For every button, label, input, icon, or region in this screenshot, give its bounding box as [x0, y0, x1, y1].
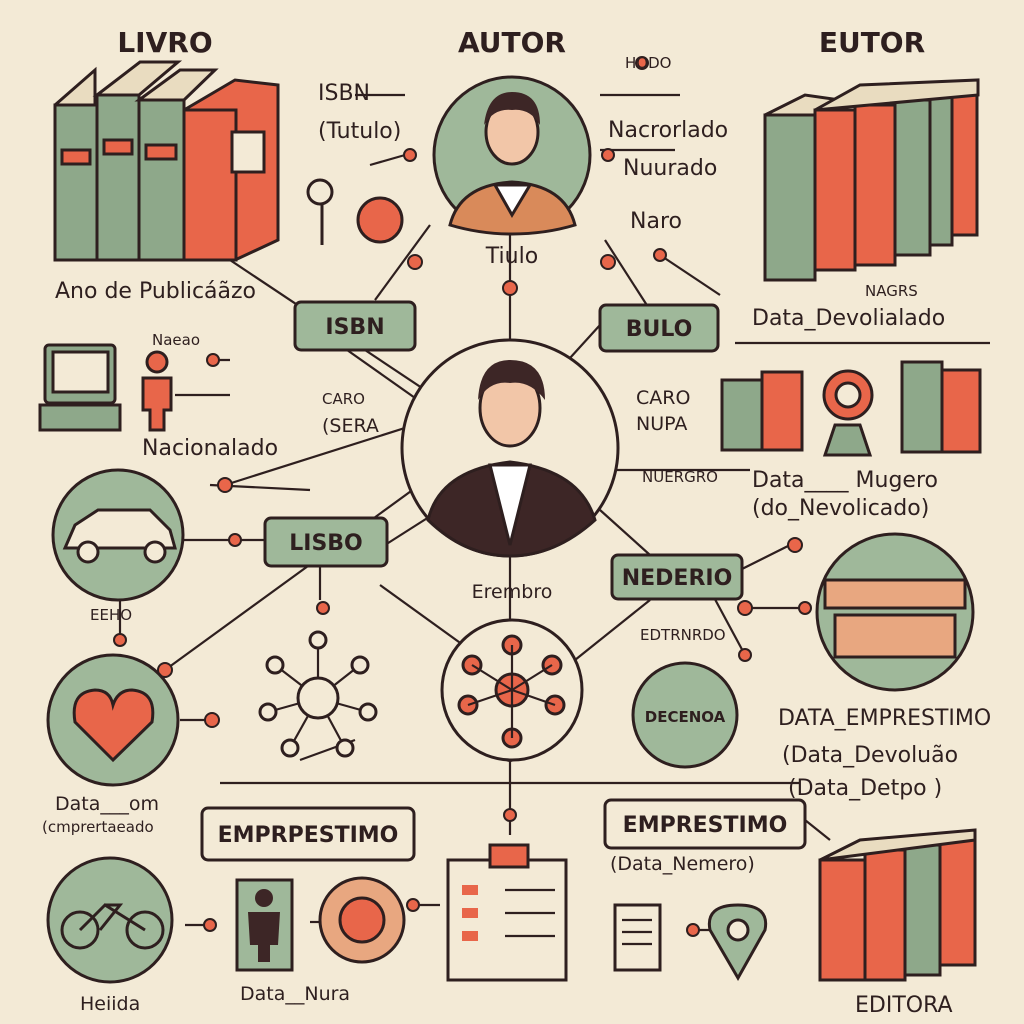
decenoa-node	[631, 661, 739, 769]
label-isbn-top: ISBN	[318, 81, 370, 106]
label-nagrs: NAGRS	[865, 282, 918, 300]
network-node-icon	[258, 630, 378, 758]
books-right-icon	[763, 78, 980, 282]
header-livro: LIVRO	[117, 26, 212, 59]
label-sera: (SERA	[322, 415, 379, 437]
svg-text:NEDERIO: NEDERIO	[622, 566, 733, 591]
label-hodo: HODO	[625, 54, 671, 72]
pill-emprestimo-left: EMPRPESTIMO	[200, 806, 416, 862]
central-portrait-icon	[400, 338, 620, 558]
label-edtrnrdo: EDTRNRDO	[640, 626, 726, 644]
header-eutor: EUTOR	[819, 26, 925, 59]
label-nacionalado-top: Nacrorlado	[608, 118, 728, 143]
label-tutulo: (Tutulo)	[318, 119, 401, 144]
svg-text:BULO: BULO	[626, 317, 693, 342]
document-icon	[613, 903, 662, 972]
hub-node-icon	[440, 618, 584, 762]
computer-icon	[38, 343, 122, 432]
label-decenoa: DECENOA	[645, 708, 726, 726]
label-nuurado: Nuurado	[623, 156, 717, 181]
label-data-mugero: Data____ Mugero	[752, 468, 938, 493]
svg-text:EMPRPESTIMO: EMPRPESTIMO	[218, 823, 399, 848]
person-card-icon	[235, 878, 294, 972]
pill-lisbo: LISBO	[263, 516, 389, 568]
bicycle-icon	[46, 856, 174, 984]
svg-text:EMPRESTIMO: EMPRESTIMO	[623, 813, 788, 838]
pill-bulo: BULO	[598, 303, 720, 353]
key-icon	[306, 178, 404, 245]
target-icon	[318, 876, 406, 964]
pill-isbn: ISBN	[293, 300, 417, 352]
connector-dots	[113, 56, 812, 937]
label-nupa: NUPA	[636, 413, 687, 435]
label-caro-1: CARO	[322, 390, 365, 408]
location-pin-icon	[707, 903, 768, 982]
svg-text:LISBO: LISBO	[289, 531, 363, 556]
label-data-nura: Data__Nura	[240, 983, 350, 1005]
clipboard-icon	[446, 843, 568, 982]
label-emprestado-left: (cmprertaeado	[42, 818, 154, 836]
label-naro: Naro	[630, 209, 682, 234]
autor-portrait-icon	[432, 75, 592, 236]
header-autor: AUTOR	[458, 26, 566, 59]
books-small-icon	[720, 370, 804, 452]
label-nuergro: NUERGRO	[642, 468, 718, 486]
lamp-icon	[822, 369, 874, 457]
label-caro-2: CARO	[636, 387, 690, 409]
pill-emprestimo-right: EMPRESTIMO	[603, 798, 807, 850]
label-ano-publicacao: Ano de Publicáãzo	[55, 279, 256, 304]
label-data-detpo: (Data_Detpo )	[788, 776, 942, 801]
drawer-icon	[815, 532, 975, 692]
connector-lines	[118, 93, 990, 932]
heart-icon	[46, 653, 180, 787]
books-bottom-right-icon	[818, 828, 977, 982]
person-icon	[141, 350, 173, 432]
label-nacao: Naeao	[152, 331, 200, 349]
label-do-nevolicado: (do_Nevolicado)	[752, 496, 929, 521]
label-eeho: EEHO	[90, 606, 132, 624]
svg-text:ISBN: ISBN	[325, 315, 384, 340]
label-heiida: Heiida	[80, 993, 140, 1015]
car-icon	[51, 468, 185, 602]
label-data-devolucao: (Data_Devoluão	[782, 743, 958, 768]
label-nacionalado-left: Nacionalado	[142, 436, 278, 461]
books-small-right-icon	[900, 360, 982, 454]
label-data-emprestimo: DATA_EMPRESTIMO	[778, 706, 991, 731]
label-data-nemero: (Data_Nemero)	[610, 853, 755, 875]
pill-nederio: NEDERIO	[610, 553, 744, 601]
label-tiulo: Tiulo	[485, 244, 538, 269]
label-editora: EDITORA	[855, 993, 953, 1018]
books-stack-icon	[53, 60, 280, 262]
label-erembro: Erembro	[472, 581, 553, 603]
label-data-left: Data___om	[55, 793, 159, 815]
label-data-devolialado: Data_Devolialado	[752, 306, 945, 331]
